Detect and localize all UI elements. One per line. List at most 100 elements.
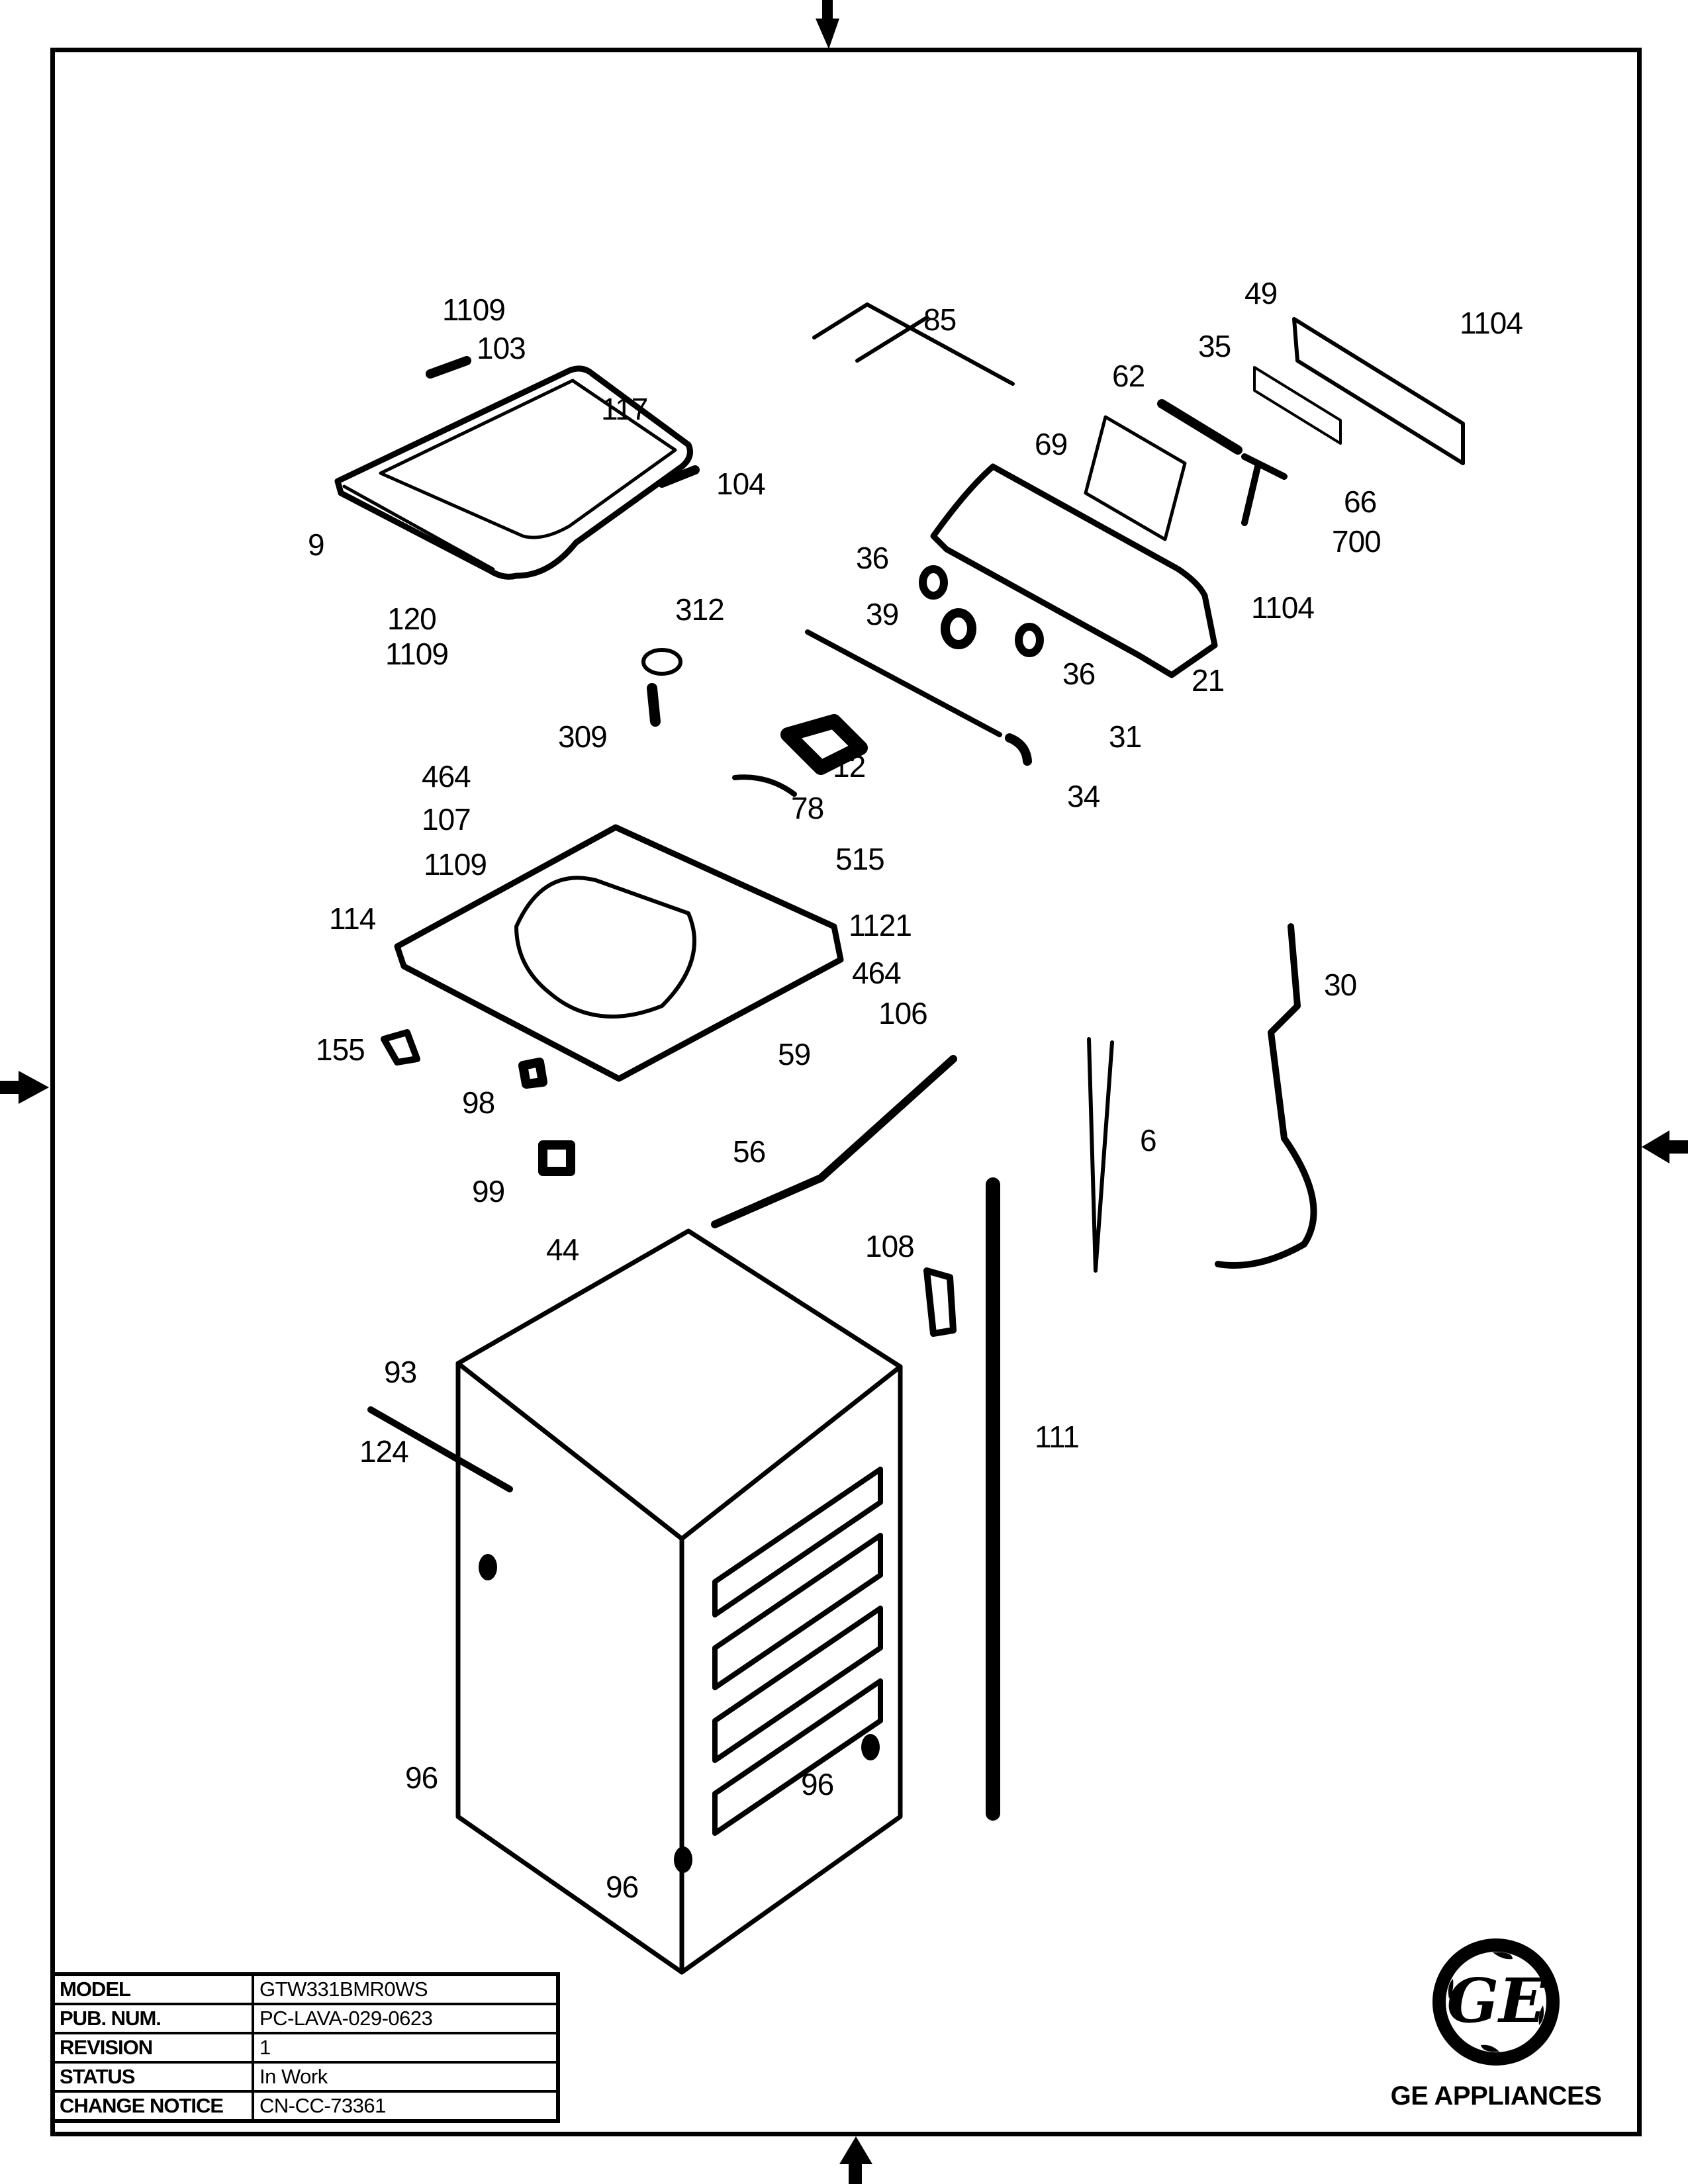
arrow-up-icon	[839, 2136, 872, 2184]
part-6-hose	[1087, 1037, 1114, 1273]
callout-104: 104	[716, 467, 766, 501]
svg-text:GE: GE	[1447, 1965, 1547, 2036]
callout-98: 98	[462, 1085, 495, 1120]
part-36-knob	[919, 565, 948, 600]
status-value: In Work	[252, 2061, 559, 2093]
callout-700: 700	[1332, 524, 1382, 559]
callout-114: 114	[329, 901, 376, 936]
title-row-change-notice: CHANGE NOTICE CN-CC-73361	[51, 2090, 559, 2122]
part-69-board	[1084, 415, 1187, 541]
part-124-strip	[367, 1406, 513, 1492]
part-312-part	[641, 648, 682, 676]
part-96-foot	[861, 1734, 880, 1760]
part-66-harness	[1241, 453, 1288, 526]
callout-107: 107	[422, 802, 471, 837]
part-99-part	[538, 1140, 575, 1176]
callout-56: 56	[733, 1134, 766, 1169]
callout-35: 35	[1198, 329, 1231, 363]
callout-62: 62	[1112, 359, 1145, 393]
part-309-part	[647, 683, 661, 727]
title-key: PUB. NUM.	[51, 2003, 254, 2034]
callout-309: 309	[558, 719, 608, 754]
callout-464: 464	[852, 956, 902, 990]
callout-39: 39	[866, 597, 899, 631]
callout-1109: 1109	[442, 293, 506, 327]
callout-36: 36	[1062, 657, 1096, 691]
part-85-harness	[812, 302, 1015, 386]
callout-515: 515	[835, 842, 885, 876]
arrow-left-icon	[1642, 1130, 1688, 1163]
part-62-switch	[1157, 399, 1243, 455]
part-117-lid	[334, 365, 693, 580]
callout-96: 96	[801, 1767, 834, 1801]
callout-21: 21	[1192, 663, 1225, 698]
model-number: GTW331BMR0WS	[252, 1973, 559, 2005]
callout-111: 111	[1035, 1420, 1080, 1454]
part-30-cord	[1215, 923, 1317, 1269]
publication-number: PC-LAVA-029-0623	[252, 2003, 559, 2034]
part-108-part	[923, 1267, 957, 1337]
callout-66: 66	[1344, 484, 1377, 519]
part-103-hinge	[426, 356, 471, 379]
callout-96: 96	[606, 1870, 639, 1904]
callout-93: 93	[384, 1355, 417, 1389]
change-notice-value: CN-CC-73361	[252, 2090, 559, 2122]
callout-106: 106	[878, 996, 928, 1030]
part-155-part	[381, 1029, 420, 1066]
callout-1104: 1104	[1460, 306, 1523, 340]
callout-312: 312	[675, 592, 725, 627]
callout-6: 6	[1140, 1123, 1157, 1158]
callout-34: 34	[1067, 779, 1100, 813]
callout-120: 120	[387, 602, 437, 636]
callout-1121: 1121	[849, 908, 912, 942]
part-49-panel	[1292, 317, 1465, 465]
callout-12: 12	[833, 749, 866, 784]
callout-155: 155	[316, 1032, 365, 1067]
title-row-revision: REVISION 1	[51, 2032, 559, 2064]
callout-59: 59	[778, 1037, 811, 1071]
callout-103: 103	[477, 331, 526, 365]
callout-108: 108	[865, 1229, 915, 1263]
callout-44: 44	[546, 1232, 579, 1267]
drawing-border	[50, 48, 1642, 2136]
part-104-hinge	[657, 465, 700, 488]
part-78-clip	[732, 774, 797, 797]
part-39-knob	[941, 608, 976, 649]
brand-name: GE APPLIANCES	[1390, 2081, 1602, 2111]
callout-1109: 1109	[385, 637, 449, 671]
title-key: CHANGE NOTICE	[51, 2090, 254, 2122]
arrow-down-icon	[816, 0, 839, 49]
part-114-top-cover	[394, 824, 844, 1082]
brand-logo: GE	[1364, 1933, 1628, 2075]
callout-464: 464	[422, 759, 471, 794]
callout-31: 31	[1109, 719, 1142, 754]
callout-1109: 1109	[424, 847, 487, 882]
callout-117: 117	[601, 392, 648, 426]
revision-value: 1	[252, 2032, 559, 2064]
callout-96: 96	[405, 1760, 438, 1795]
title-key: STATUS	[51, 2061, 254, 2093]
callout-1104: 1104	[1251, 590, 1315, 625]
callout-30: 30	[1324, 968, 1357, 1002]
ge-monogram-logo-icon: GE	[1432, 1938, 1560, 2066]
part-35-lens	[1253, 366, 1342, 445]
callout-85: 85	[923, 302, 957, 337]
callout-9: 9	[308, 527, 325, 562]
part-36-knob	[1015, 623, 1044, 657]
part-21-backsplash	[930, 463, 1218, 678]
title-key: REVISION	[51, 2032, 254, 2064]
part-56-hose	[711, 1055, 957, 1228]
title-row-model: MODEL GTW331BMR0WS	[51, 1973, 559, 2005]
part-98-part	[518, 1058, 547, 1089]
arrow-right-icon	[0, 1071, 49, 1104]
callout-69: 69	[1035, 427, 1068, 461]
title-row-status: STATUS In Work	[51, 2061, 559, 2093]
part-93-cabinet	[455, 1228, 903, 1975]
part-96-foot	[674, 1846, 692, 1873]
callout-36: 36	[856, 541, 889, 575]
callout-124: 124	[359, 1434, 409, 1469]
title-block: MODEL GTW331BMR0WS PUB. NUM. PC-LAVA-029…	[50, 1972, 560, 2123]
title-key: MODEL	[51, 1973, 254, 2005]
part-96-foot	[479, 1554, 497, 1580]
